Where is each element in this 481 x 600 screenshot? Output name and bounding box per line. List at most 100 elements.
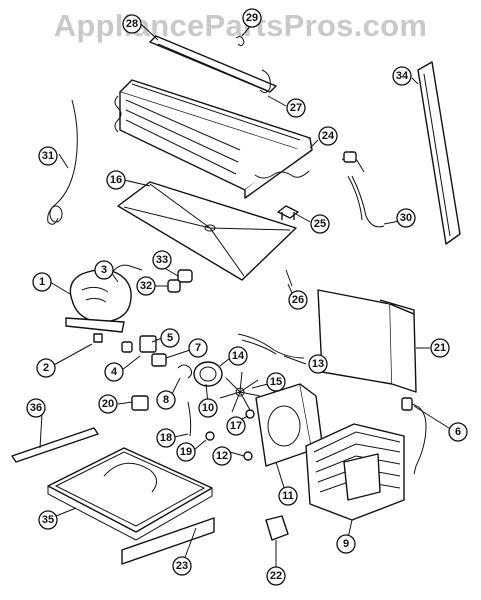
- callout-label: 14: [232, 350, 245, 362]
- part-drain-pan: [117, 181, 297, 281]
- part-overload: [151, 353, 167, 367]
- part-bar-36: [11, 427, 99, 463]
- callout-14: 14: [228, 346, 248, 366]
- callout-29: 29: [242, 8, 262, 28]
- callouts: 28 29 27 24 16 31 30 25 34 33 32 26 1 3 …: [26, 8, 468, 586]
- part-fan-blade: [219, 371, 261, 413]
- callout-34: 34: [392, 66, 412, 86]
- part-clip: [277, 205, 299, 220]
- callout-label: 13: [312, 358, 324, 370]
- callout-10: 10: [198, 398, 218, 418]
- callout-label: 32: [140, 280, 152, 292]
- callout-28: 28: [122, 14, 142, 34]
- callout-label: 24: [322, 130, 335, 142]
- callout-label: 7: [195, 342, 201, 354]
- part-bracket-18: [187, 401, 192, 437]
- callout-7: 7: [188, 338, 208, 358]
- callout-label: 36: [30, 402, 42, 414]
- callout-label: 19: [180, 446, 192, 458]
- callout-label: 31: [42, 150, 54, 162]
- part-tubing: [47, 99, 78, 225]
- part-bar-23: [121, 517, 215, 565]
- callout-23: 23: [172, 556, 192, 576]
- callout-label: 23: [176, 560, 188, 572]
- part-relay: [139, 335, 157, 353]
- callout-label: 4: [111, 366, 118, 378]
- callout-16: 16: [106, 170, 126, 190]
- callout-label: 35: [42, 514, 54, 526]
- callout-17: 17: [226, 416, 246, 436]
- callout-label: 21: [434, 342, 446, 354]
- part-screw-19: [205, 431, 215, 441]
- callout-label: 17: [230, 420, 242, 432]
- callout-3: 3: [94, 260, 114, 280]
- callout-8: 8: [156, 390, 176, 410]
- callout-4: 4: [104, 362, 124, 382]
- part-tubing-coil: [49, 205, 63, 223]
- part-evaporator: [114, 79, 313, 199]
- callout-label: 25: [314, 218, 326, 230]
- part-cap: [121, 341, 133, 353]
- part-bracket-rail: [149, 35, 277, 94]
- callout-label: 10: [202, 402, 214, 414]
- callout-label: 33: [156, 254, 168, 266]
- callout-label: 22: [270, 570, 282, 582]
- callout-label: 5: [167, 332, 173, 344]
- part-grommet-32: [167, 279, 181, 293]
- part-panel-21: [317, 289, 417, 393]
- part-wire-harness: [237, 333, 305, 359]
- callout-15: 15: [266, 372, 286, 392]
- part-defrost-thermostat: [341, 151, 385, 228]
- callout-label: 16: [110, 174, 122, 186]
- callout-19: 19: [176, 442, 196, 462]
- part-panel-34: [417, 61, 461, 245]
- callout-label: 29: [246, 12, 258, 24]
- part-22: [265, 515, 289, 541]
- part-power-cord: [401, 397, 427, 475]
- part-drain-tray: [47, 447, 213, 541]
- part-clip-8: [177, 364, 193, 379]
- callout-20: 20: [98, 394, 118, 414]
- part-terminal: [131, 395, 149, 411]
- callout-33: 33: [152, 250, 172, 270]
- callout-9: 9: [336, 534, 356, 554]
- part-fan-motor: [193, 361, 223, 387]
- callout-18: 18: [156, 428, 176, 448]
- part-grommet-33: [177, 269, 193, 283]
- callout-label: 20: [102, 398, 114, 410]
- callout-label: 15: [270, 376, 282, 388]
- part-screw: [285, 269, 293, 287]
- callout-label: 18: [160, 432, 172, 444]
- callout-27: 27: [286, 98, 306, 118]
- callout-1: 1: [32, 272, 52, 292]
- callout-36: 36: [26, 398, 46, 418]
- callout-label: 27: [290, 102, 302, 114]
- callout-6: 6: [448, 422, 468, 442]
- callout-32: 32: [136, 276, 156, 296]
- callout-22: 22: [266, 566, 286, 586]
- callout-5: 5: [160, 328, 180, 348]
- callout-21: 21: [430, 338, 450, 358]
- callout-26: 26: [288, 290, 308, 310]
- callout-12: 12: [212, 446, 232, 466]
- leader-lines: [39, 23, 453, 570]
- part-condenser: [305, 423, 405, 521]
- callout-24: 24: [318, 126, 338, 146]
- callout-label: 34: [396, 70, 409, 82]
- callout-label: 8: [163, 394, 169, 406]
- callout-label: 26: [292, 294, 304, 306]
- callout-35: 35: [38, 510, 58, 530]
- callout-label: 6: [455, 426, 461, 438]
- callout-2: 2: [36, 358, 56, 378]
- callout-label: 9: [343, 538, 349, 550]
- callout-label: 28: [126, 18, 138, 30]
- callout-label: 3: [101, 264, 107, 276]
- callout-label: 2: [43, 362, 49, 374]
- callout-25: 25: [310, 214, 330, 234]
- callout-label: 1: [39, 276, 45, 288]
- callout-label: 11: [282, 490, 294, 502]
- callout-30: 30: [396, 208, 416, 228]
- callout-13: 13: [308, 354, 328, 374]
